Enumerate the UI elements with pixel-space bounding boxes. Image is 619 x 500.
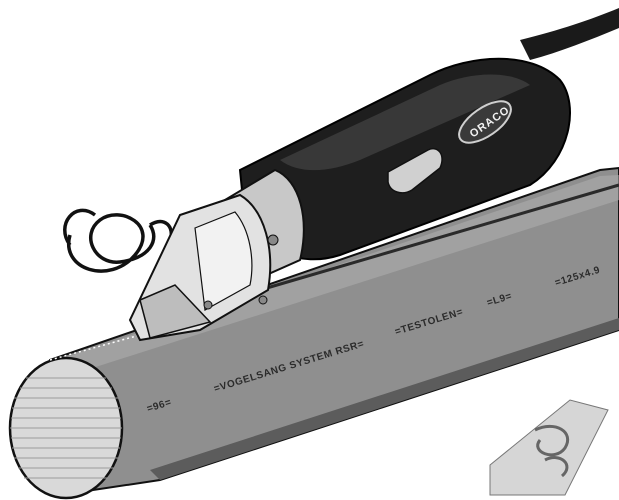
pipe-groove <box>259 183 619 292</box>
spiral-chip <box>63 208 173 273</box>
tool-head-plate <box>194 211 253 311</box>
screw-1 <box>203 300 213 310</box>
cut-line <box>49 334 141 361</box>
brand-logo-badge <box>458 100 512 144</box>
pipe-end-hatching <box>10 377 122 479</box>
power-switch <box>387 148 443 194</box>
power-cord <box>520 8 619 60</box>
screw-2 <box>267 234 279 246</box>
inset-logo-graphic <box>489 399 609 496</box>
metal-shear-tool: ORACO <box>128 57 571 342</box>
pipe-shadow <box>150 318 619 480</box>
tool-housing-sheen <box>280 74 530 171</box>
screw-3 <box>258 295 268 305</box>
tool-blade <box>139 284 212 339</box>
